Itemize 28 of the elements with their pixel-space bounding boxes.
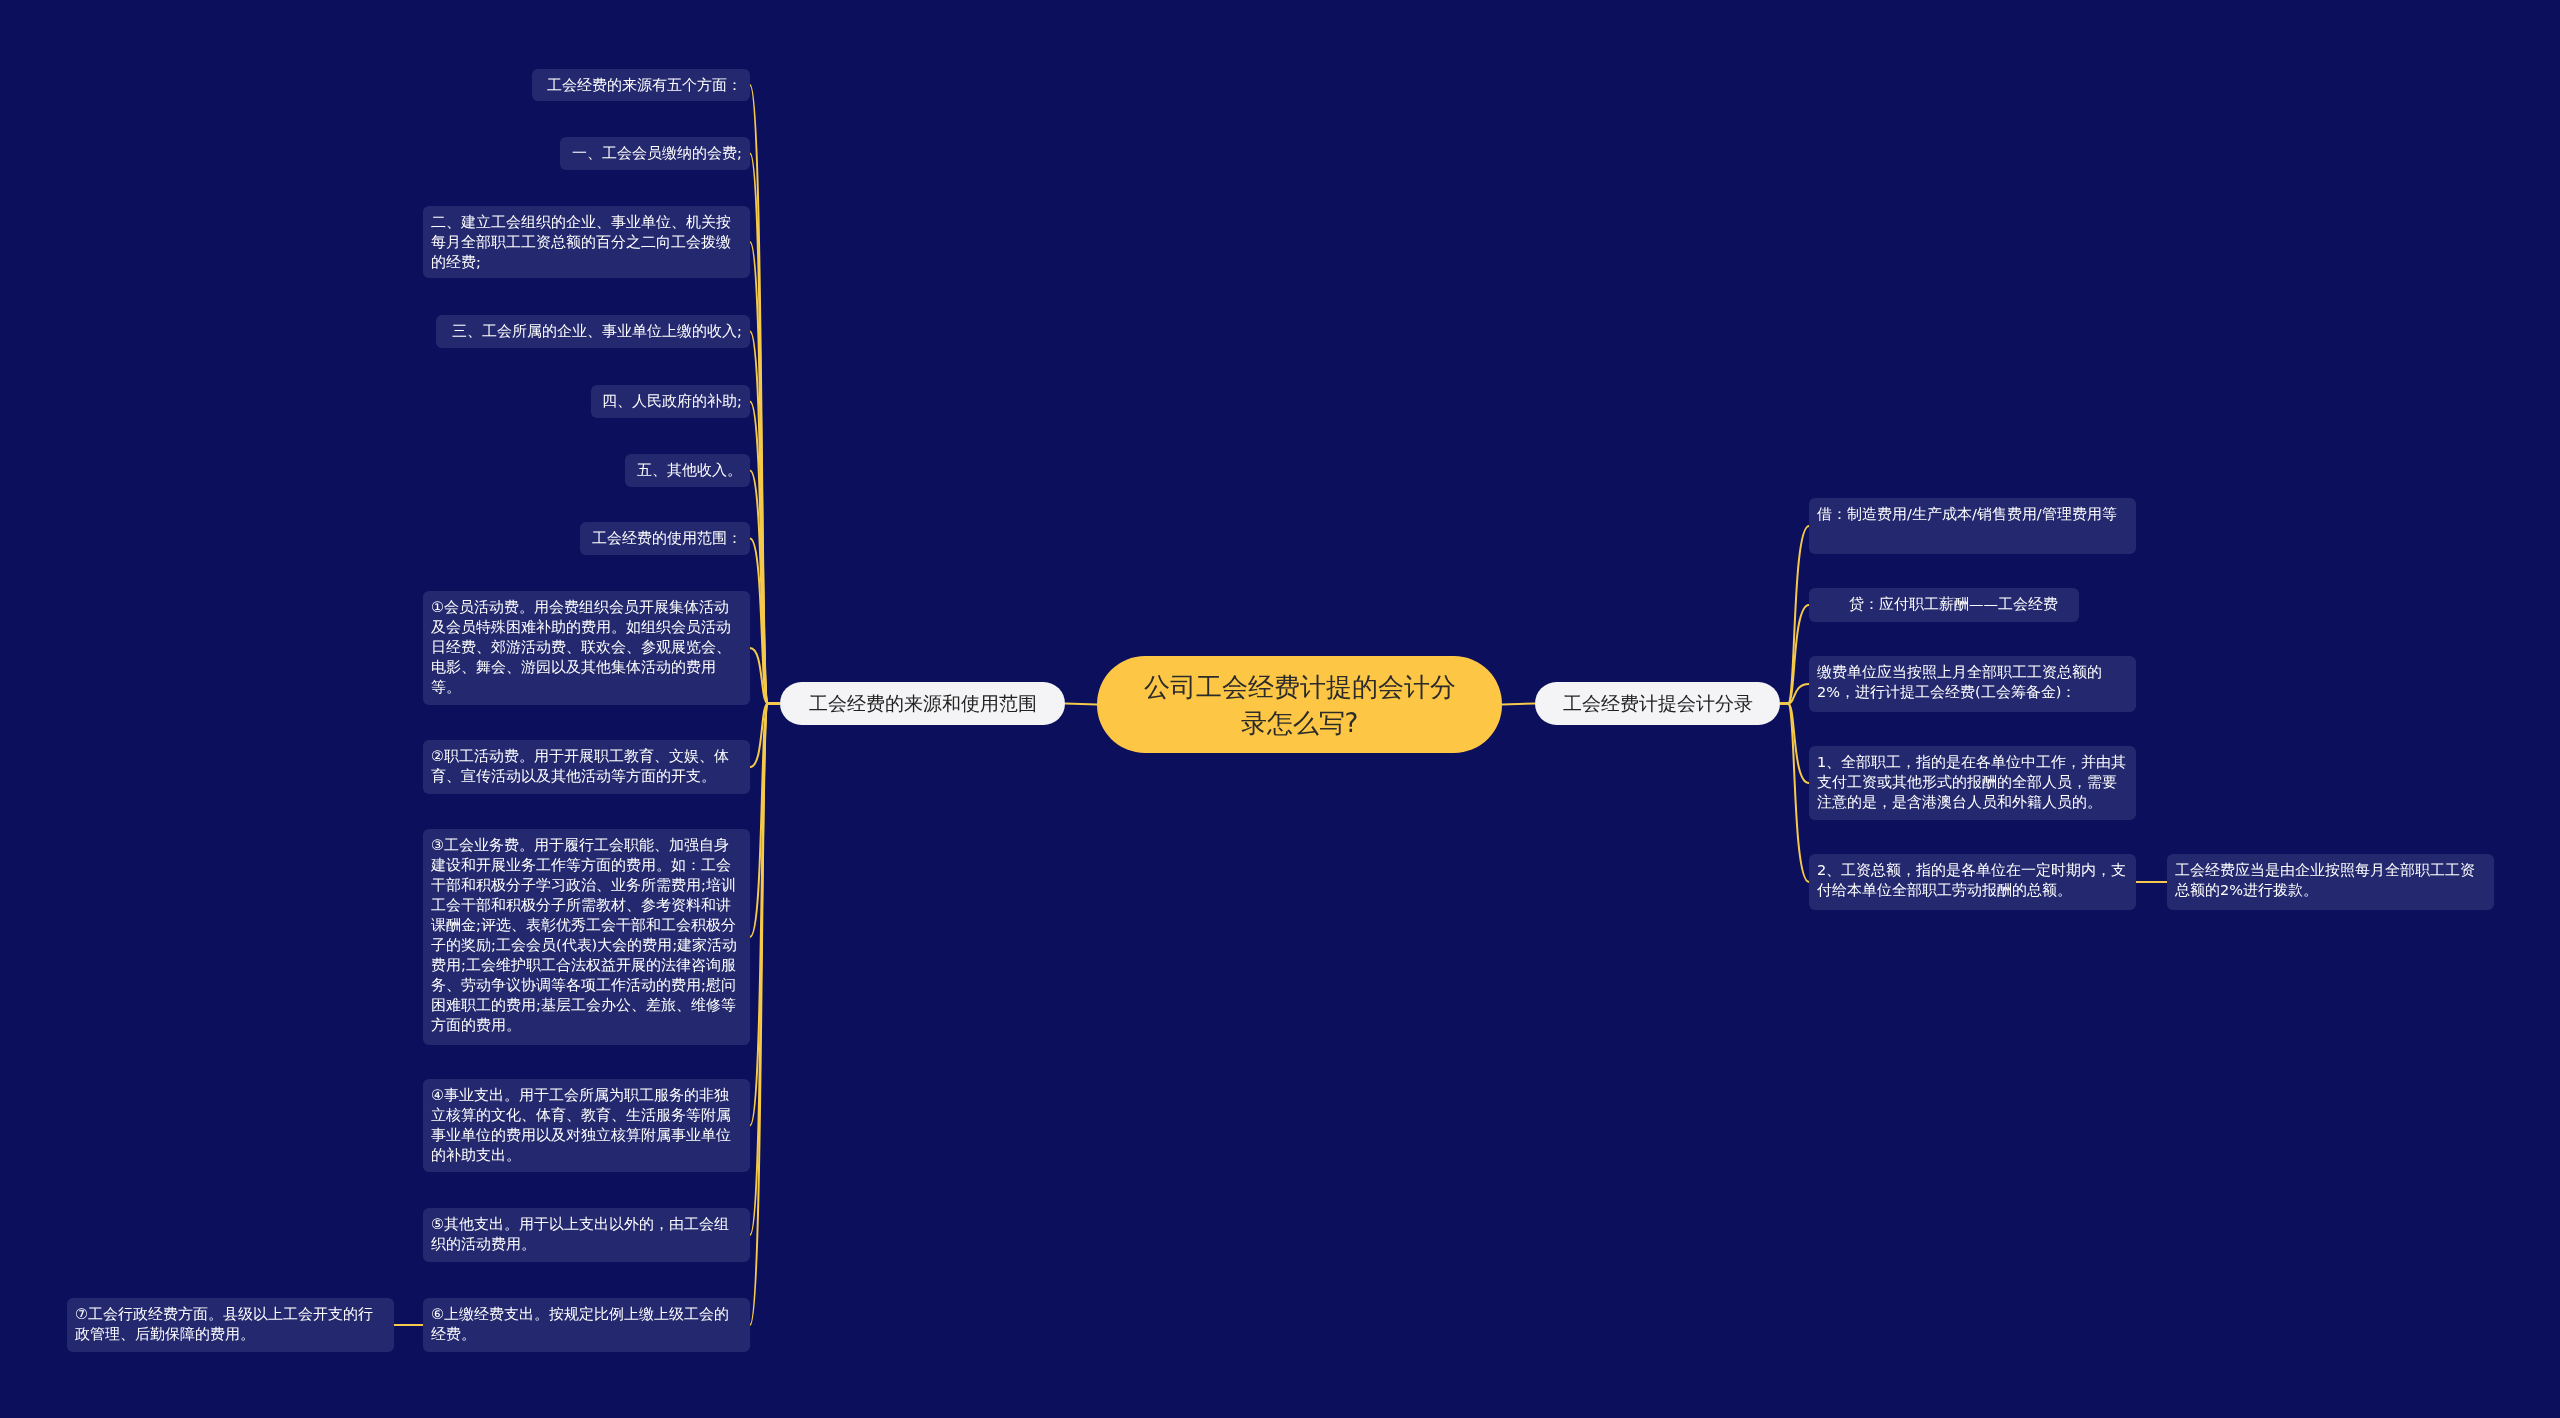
subtopic-box: 五、其他收入。 — [625, 454, 750, 487]
subtopic-box: ②职工活动费。用于开展职工教育、文娱、体育、宣传活动以及其他活动等方面的开支。 — [423, 740, 750, 794]
subtopic-box: 借：制造费用/生产成本/销售费用/管理费用等 — [1809, 498, 2136, 554]
connector-line — [1779, 702, 1810, 883]
subtopic-box: 贷：应付职工薪酬——工会经费 — [1809, 588, 2079, 622]
subtopic-box: ①会员活动费。用会费组织会员开展集体活动及会员特殊困难补助的费用。如组织会员活动日经费、郊游活动费、联欢会、参观展览会、电影、舞会、游园以及其他集体活动的费用等。 — [423, 591, 750, 705]
subtopic-box: ⑦工会行政经费方面。县级以上工会开支的行政管理、后勤保障的费用。 — [67, 1298, 394, 1352]
subtopic-box: 四、人民政府的补助; — [591, 385, 750, 418]
subtopic-box: 工会经费的来源有五个方面： — [532, 69, 750, 101]
subtopic-box: 工会经费的使用范围： — [580, 522, 750, 555]
subtopic-box: ③工会业务费。用于履行工会职能、加强自身建设和开展业务工作等方面的费用。如：工会干部和积极分子学习政治、业务所需费用;培训工会干部和积极分子所需教材、参考资料和讲课酬金;评选、表彰优秀工会干部和工会积极分子的奖励;工会会员(代表)大会的费用;建家活动费用;工会维护职工合法权益开展的法律咨询服务、劳动争议协调等各项工作活动的费用;慰问困难职工的费用;基层工会办公、差旅、维修等方面的费用。 — [423, 829, 750, 1045]
subtopic-box: ⑤其他支出。用于以上支出以外的，由工会组织的活动费用。 — [423, 1208, 750, 1262]
branch-topic: 工会经费的来源和使用范围 — [780, 682, 1065, 725]
connector-line — [2135, 881, 2168, 883]
connector-line — [393, 1324, 424, 1326]
subtopic-box: 2、工资总额，指的是各单位在一定时期内，支付给本单位全部职工劳动报酬的总额。 — [1809, 854, 2136, 910]
subtopic-box: 三、工会所属的企业、事业单位上缴的收入; — [436, 315, 750, 348]
branch-topic: 工会经费计提会计分录 — [1535, 682, 1780, 725]
connector-line — [1501, 702, 1536, 706]
subtopic-box: ④事业支出。用于工会所属为职工服务的非独立核算的文化、体育、教育、生活服务等附属事业单位的费用以及对独立核算附属事业单位的补助支出。 — [423, 1079, 750, 1172]
subtopic-box: 一、工会会员缴纳的会费; — [560, 137, 750, 170]
subtopic-box: 缴费单位应当按照上月全部职工工资总额的2%，进行计提工会经费(工会筹备金)： — [1809, 656, 2136, 712]
subtopic-box: 工会经费应当是由企业按照每月全部职工工资总额的2%进行拨款。 — [2167, 854, 2494, 910]
connector-line — [1064, 702, 1098, 706]
subtopic-box: 二、建立工会组织的企业、事业单位、机关按每月全部职工工资总额的百分之二向工会拨缴的经费; — [423, 206, 750, 278]
central-topic: 公司工会经费计提的会计分录怎么写? — [1097, 656, 1502, 753]
subtopic-box: 1、全部职工，指的是在各单位中工作，并由其支付工资或其他形式的报酬的全部人员，需要注意的是，是含港澳台人员和外籍人员的。 — [1809, 746, 2136, 820]
subtopic-box: ⑥上缴经费支出。按规定比例上缴上级工会的经费。 — [423, 1298, 750, 1352]
